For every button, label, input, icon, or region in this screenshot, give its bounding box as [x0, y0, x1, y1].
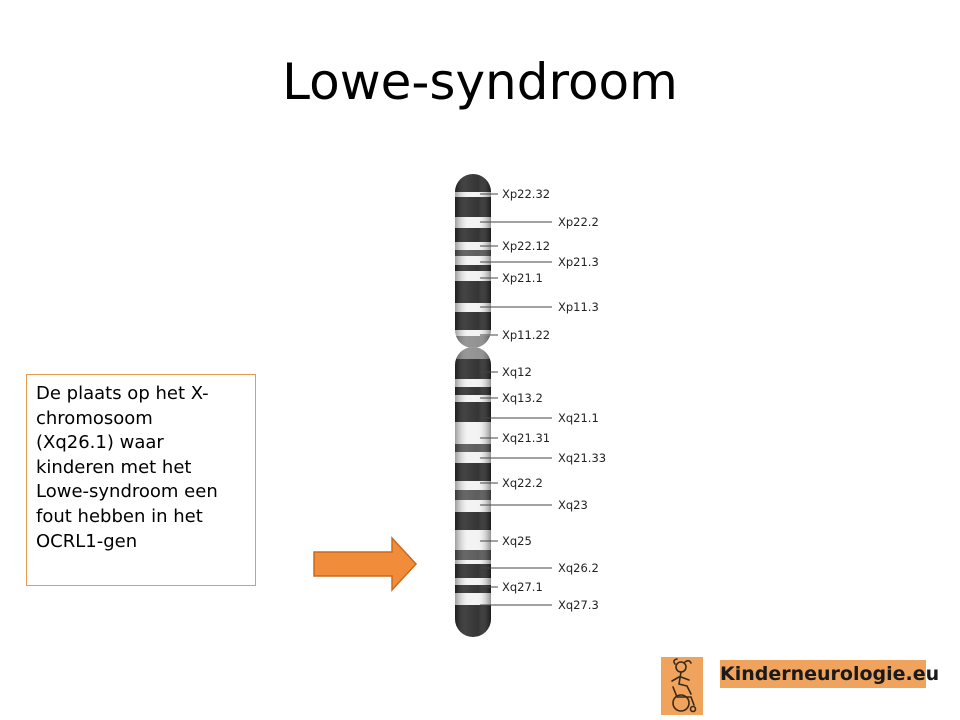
band-label-xp22-2: Xp22.2: [558, 215, 599, 229]
band-label-xp11-22: Xp11.22: [502, 328, 550, 342]
band-label-xq26-2: Xq26.2: [558, 561, 599, 575]
callout-line: fout hebben in het: [36, 505, 203, 527]
callout-line: kinderen met het: [36, 456, 192, 478]
band-label-xq21-33: Xq21.33: [558, 451, 606, 465]
band-label-xp22-12: Xp22.12: [502, 239, 550, 253]
slide-title: Lowe-syndroom: [282, 53, 678, 111]
band-label-xq22-2: Xq22.2: [502, 476, 543, 490]
band-label-xq25: Xq25: [502, 534, 532, 548]
callout-line: De plaats op het X-: [36, 383, 209, 404]
band-label-xq21-1: Xq21.1: [558, 411, 599, 425]
site-name-badge: Kinderneurologie.eu: [720, 660, 939, 688]
band-label-xq12: Xq12: [502, 365, 532, 379]
p-arm: [455, 174, 491, 348]
pointer-arrow-icon: [313, 536, 418, 592]
band-label-xp21-3: Xp21.3: [558, 255, 599, 269]
band-label-xq21-31: Xq21.31: [502, 431, 550, 445]
callout-line: chromosoom: [36, 407, 153, 429]
band-label-xq13-2: Xq13.2: [502, 391, 543, 405]
band-label-xp21-1: Xp21.1: [502, 271, 543, 285]
callout-box: De plaats op het X- chromosoom (Xq26.1) …: [26, 374, 256, 586]
band-label-xq27-3: Xq27.3: [558, 598, 599, 612]
child-wheelchair-logo-icon: [661, 657, 703, 715]
callout-line: (Xq26.1) waar: [36, 432, 164, 454]
q-arm: [455, 347, 491, 637]
callout-line: Lowe-syndroom een: [36, 481, 218, 503]
band-label-xp11-3: Xp11.3: [558, 300, 599, 314]
callout-line: OCRL1-gen: [36, 530, 138, 552]
band-ticks: [480, 193, 552, 606]
band-label-xp22-32: Xp22.32: [502, 187, 550, 201]
band-label-xq27-1: Xq27.1: [502, 580, 543, 594]
band-label-xq23: Xq23: [558, 498, 588, 512]
